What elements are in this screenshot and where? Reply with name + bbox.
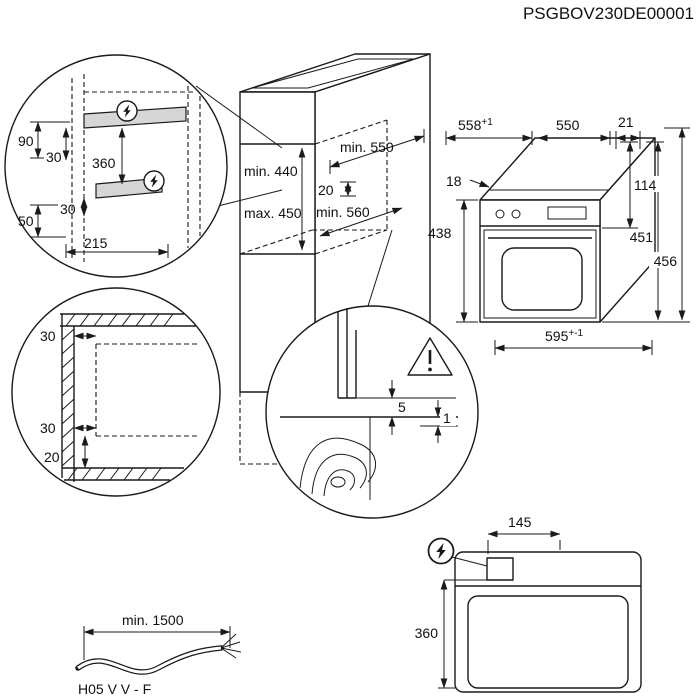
dim-50-label: 50 <box>18 213 34 229</box>
dim-550-label: 550 <box>556 117 580 133</box>
corner-clearance-detail: 30 30 20 <box>11 287 221 497</box>
dim-90-label: 90 <box>18 133 34 149</box>
oven-iso-drawing: 558+1 550 21 18 114 451 456 438 595+-1 <box>428 114 690 355</box>
shelf-position-detail: 90 30 360 30 50 215 <box>4 54 283 278</box>
detail-circle <box>11 287 221 497</box>
dim-20-label: 20 <box>318 182 334 198</box>
wood-grain <box>299 437 376 489</box>
top-view-inner <box>467 595 629 689</box>
cable-core <box>77 646 222 674</box>
top-view-outline <box>454 551 642 693</box>
dim-5-label: 5 <box>398 399 406 415</box>
dim-21-label: 21 <box>618 114 634 130</box>
oven-knob <box>511 209 521 219</box>
dim-max-450-label: max. 450 <box>244 205 302 221</box>
warning-triangle-icon <box>407 337 453 376</box>
dim-114-label: 114 <box>634 177 657 193</box>
doc-code: PSGBOV230DE00001 <box>523 4 694 23</box>
detail-circle <box>4 54 228 278</box>
dim-360-top-view-label: 360 <box>415 625 439 641</box>
oven-display <box>547 206 587 220</box>
bottom-gap-detail: 5 1 <box>265 305 479 519</box>
dim-20-bottom-label: 20 <box>44 449 60 465</box>
junction-box <box>486 557 514 581</box>
wood-grain <box>323 469 355 497</box>
dim-456-label: 456 <box>654 253 678 269</box>
dim-min-440-label: min. 440 <box>244 163 298 179</box>
dim-30-top-label: 30 <box>40 328 56 344</box>
dim-451-label: 451 <box>630 229 654 245</box>
dim-30-bottom-label: 30 <box>40 420 56 436</box>
dim-215-label: 215 <box>84 235 108 251</box>
oven-door <box>483 229 597 319</box>
dim-30-upper-label: 30 <box>46 149 62 165</box>
dim-1-label: 1 <box>443 410 451 426</box>
dim-min-560-label: min. 560 <box>316 204 370 220</box>
dim-145-label: 145 <box>508 514 532 530</box>
oven-top-view: 145 360 <box>415 514 642 693</box>
detail-circle <box>265 305 479 519</box>
lightning-bolt-icon <box>143 170 165 192</box>
oven-knob <box>495 209 505 219</box>
wood-grain-knot <box>330 476 346 488</box>
dim-595-label: 595+-1 <box>545 328 584 344</box>
cable-type-label: H05 V V - F <box>78 681 151 697</box>
dim-min-550-label: min. 550 <box>340 139 394 155</box>
wood-grain <box>311 453 367 495</box>
dim-cable-length-label: min. 1500 <box>122 612 184 628</box>
oven-door-window <box>501 247 583 311</box>
detail-leader-line <box>367 229 393 307</box>
power-cable: min. 1500 H05 V V - F <box>75 612 242 697</box>
lightning-bolt-icon <box>116 100 138 122</box>
dim-438-label: 438 <box>428 225 452 241</box>
dim-30-lower-label: 30 <box>60 201 76 217</box>
dim-18-label: 18 <box>446 173 462 189</box>
dim-558-label: 558+1 <box>458 117 493 133</box>
dim-360-label: 360 <box>92 155 116 171</box>
lightning-bolt-icon <box>427 537 455 565</box>
